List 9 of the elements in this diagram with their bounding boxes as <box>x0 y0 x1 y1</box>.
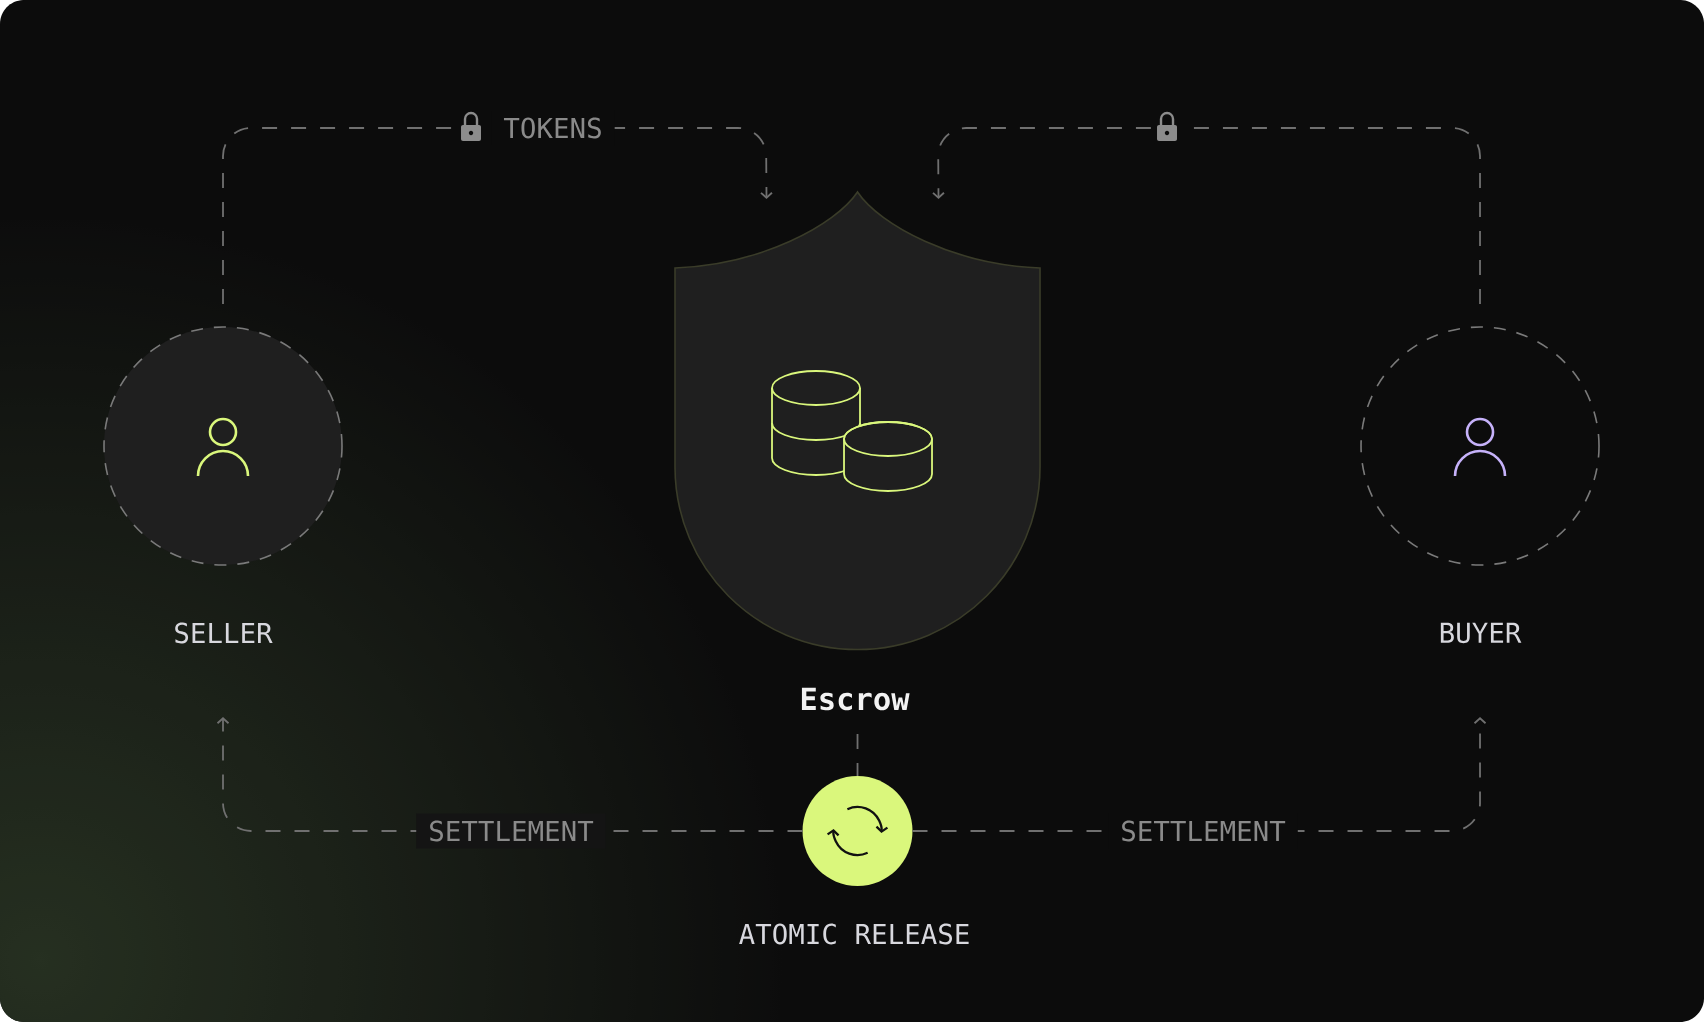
edge-label: TOKENS <box>491 110 615 146</box>
connector-arrow <box>932 127 1481 305</box>
connector-line <box>856 733 859 777</box>
node-label: SELLER <box>175 622 273 644</box>
node-title: Escrow <box>801 687 910 711</box>
node-label: BUYER <box>1440 622 1522 644</box>
edge-label: SETTLEMENT <box>1108 813 1298 849</box>
edge-label: SETTLEMENT <box>416 813 606 849</box>
node-label: ATOMIC RELEASE <box>739 923 969 945</box>
